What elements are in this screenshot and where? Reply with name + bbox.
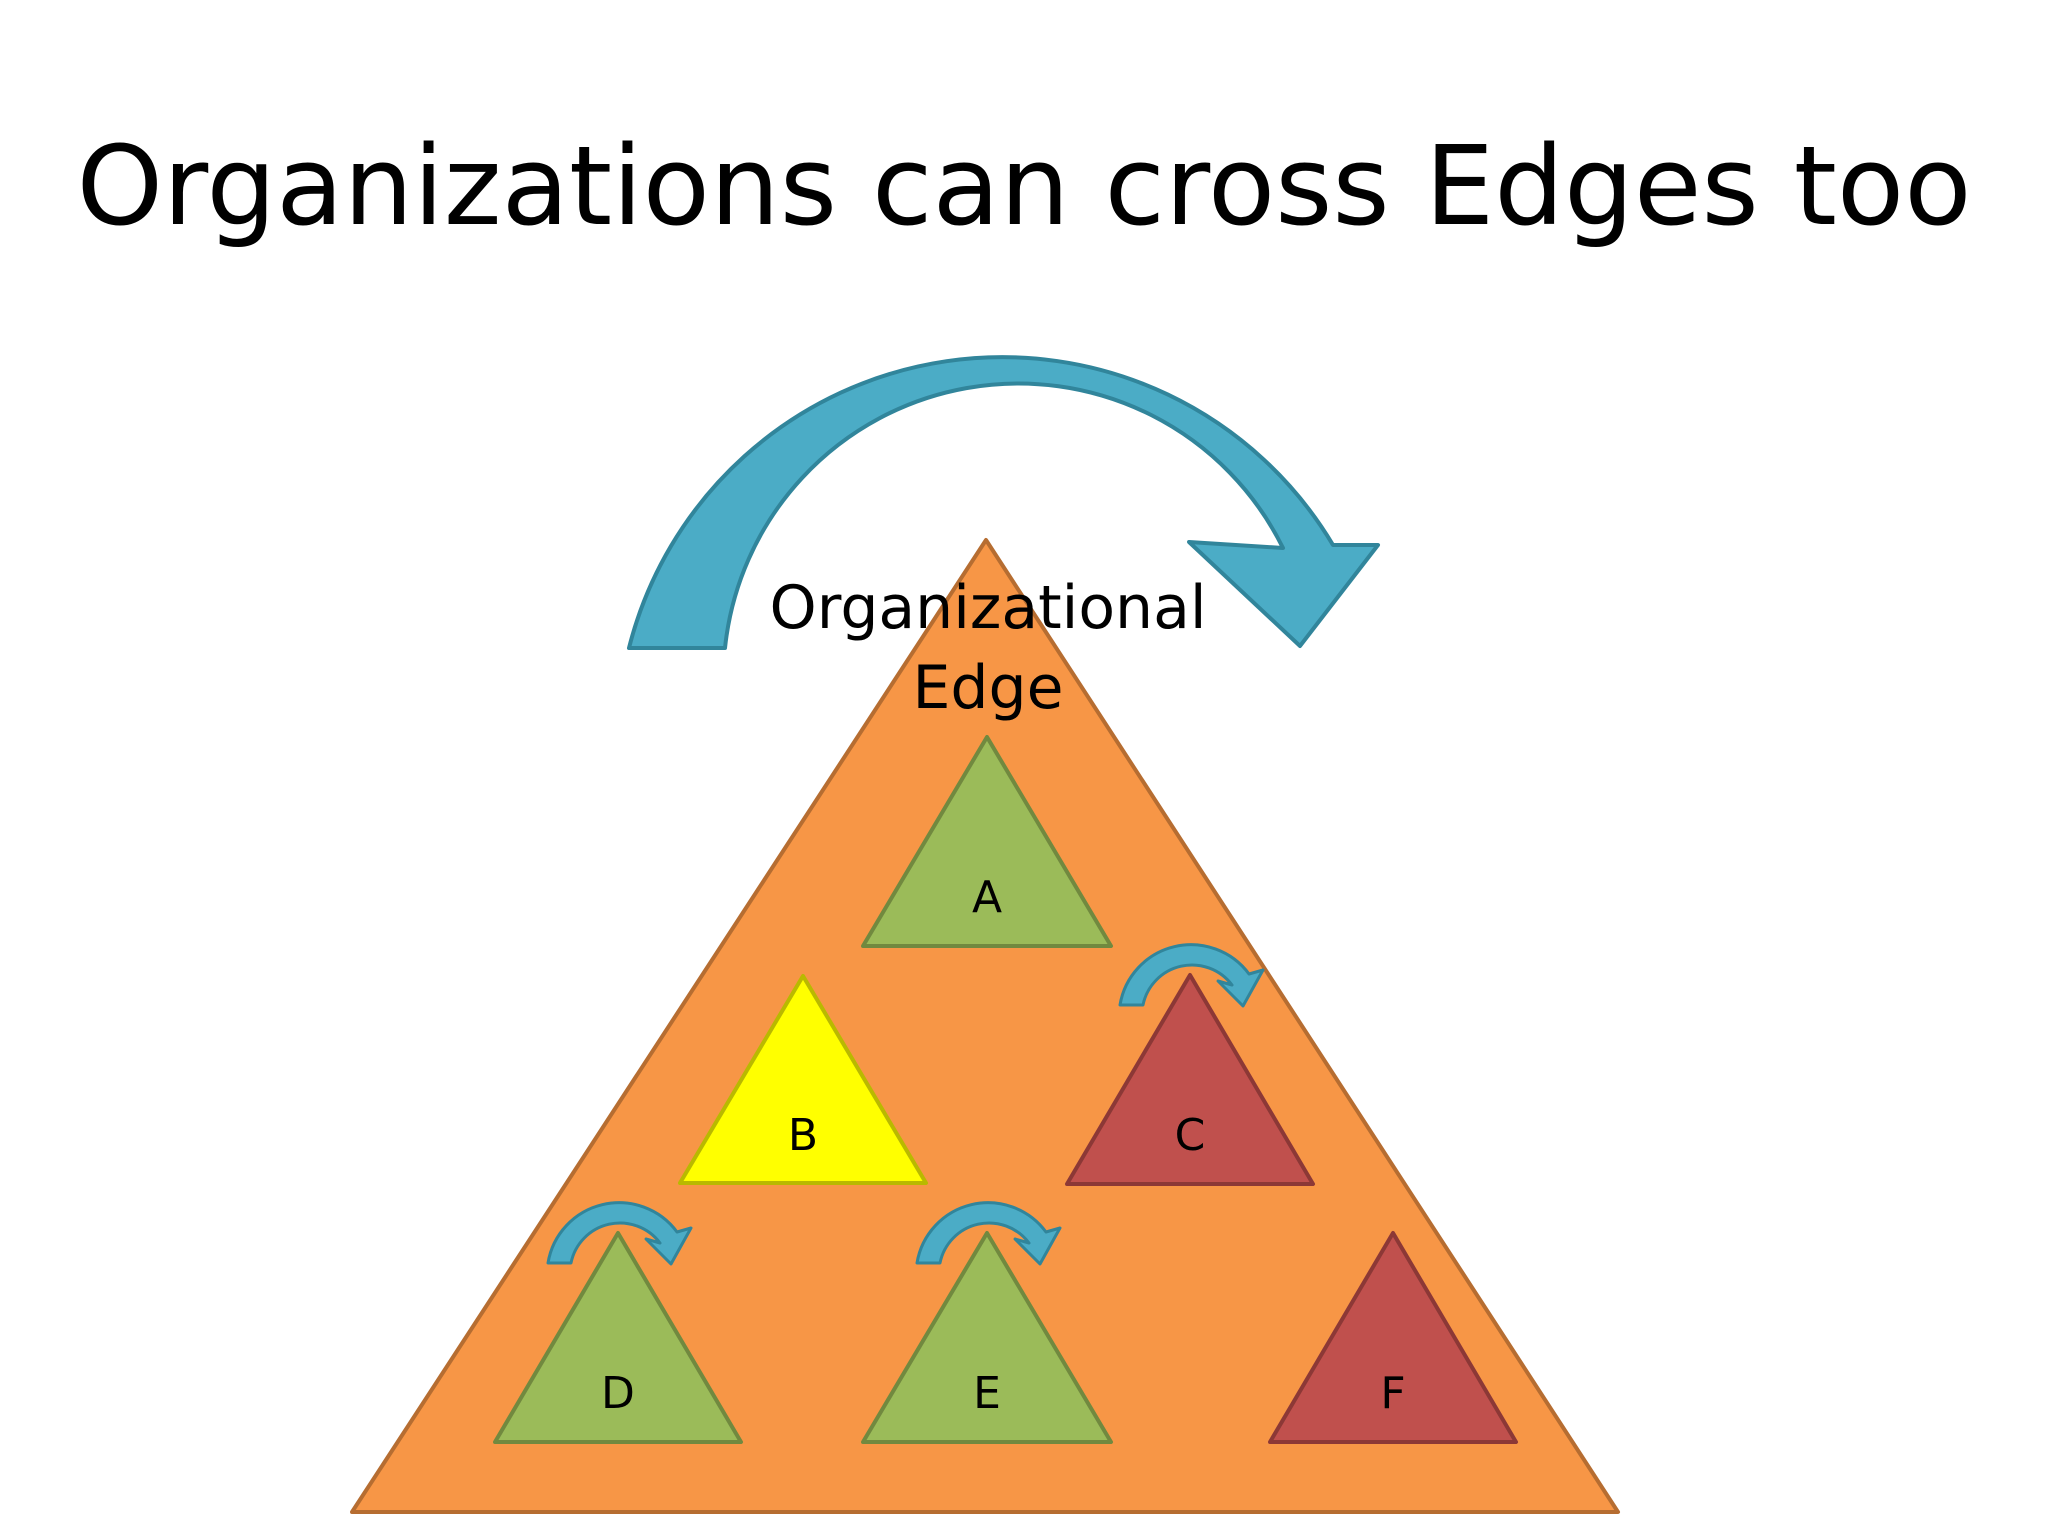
unit-triangle-f: [1268, 1231, 1518, 1444]
slide-title: Organizations can cross Edges too: [76, 122, 1972, 250]
big-curved-arrow-icon: [627, 355, 1380, 650]
organizational-edge-triangle: [350, 538, 1620, 1514]
unit-label-b: B: [788, 1110, 818, 1161]
organizational-edge-label-line2: Edge: [913, 653, 1064, 723]
unit-label-e: E: [973, 1368, 1001, 1419]
unit-label-a: A: [972, 872, 1002, 923]
unit-triangle-a: [861, 735, 1113, 948]
unit-label-f: F: [1380, 1368, 1405, 1419]
unit-label-c: C: [1175, 1110, 1206, 1161]
organizational-edge-label-line1: Organizational: [769, 573, 1206, 643]
small-curved-arrow-icon-e: [915, 1201, 1062, 1266]
unit-triangle-e: [861, 1231, 1113, 1444]
unit-triangle-b: [678, 974, 928, 1185]
unit-label-d: D: [601, 1368, 635, 1419]
small-curved-arrow-icon-d: [546, 1201, 693, 1266]
unit-triangle-c: [1065, 973, 1315, 1186]
unit-triangle-d: [493, 1231, 743, 1444]
small-curved-arrow-icon-c: [1118, 943, 1265, 1008]
